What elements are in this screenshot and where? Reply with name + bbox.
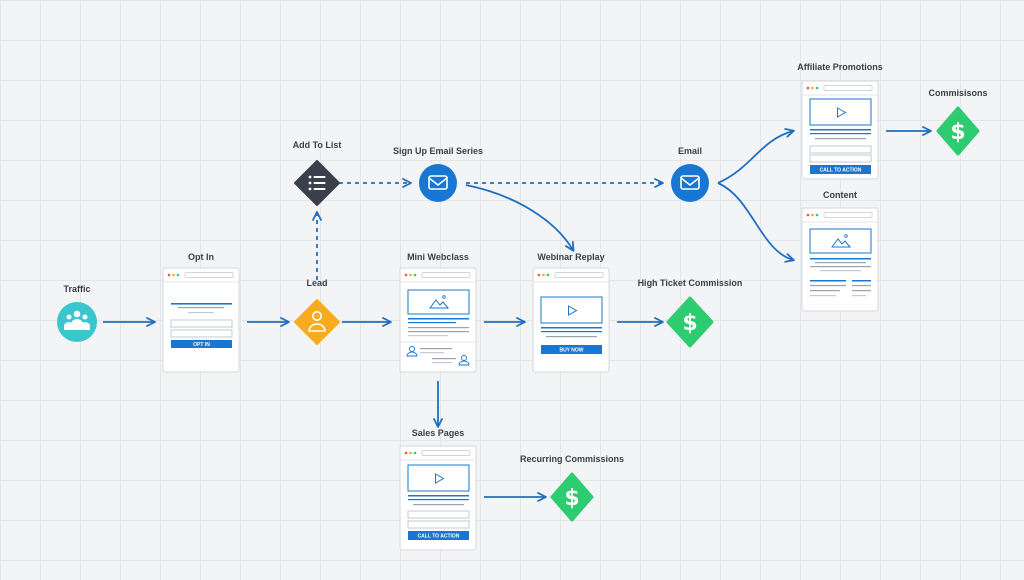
image-icon [429, 295, 450, 309]
play-icon [837, 107, 847, 118]
label-email: Email [678, 146, 702, 156]
optin-page: OPT IN [162, 267, 240, 373]
dollar-sign-icon: $ [564, 486, 579, 511]
webinar-replay-page: BUY NOW [532, 267, 610, 373]
label-traffic: Traffic [63, 284, 90, 294]
label-sign-up-email-series: Sign Up Email Series [393, 146, 483, 156]
call-to-action-button: CALL TO ACTION [820, 168, 862, 174]
label-sales-pages: Sales Pages [412, 428, 465, 438]
signup-email-node [419, 164, 457, 202]
connectors [103, 126, 932, 502]
optin-button: OPT IN [193, 342, 210, 348]
node-labels: Traffic Opt In Lead Add To List Mini Web… [63, 62, 987, 464]
label-affiliate-promotions: Affiliate Promotions [797, 62, 883, 72]
add-to-list-node [294, 160, 340, 206]
label-opt-in: Opt In [188, 252, 214, 262]
envelope-icon [428, 175, 448, 190]
traffic-node [57, 302, 97, 342]
arrow-email-to-content [717, 182, 795, 263]
buy-now-button: BUY NOW [559, 348, 583, 354]
play-icon [435, 473, 445, 484]
label-content: Content [823, 190, 857, 200]
play-icon [568, 305, 578, 316]
dollar-sign-icon: $ [682, 311, 697, 336]
label-recurring-commissions: Recurring Commissions [520, 454, 624, 464]
lead-node [294, 299, 340, 345]
email-node [671, 164, 709, 202]
sales-pages-page: CALL TO ACTION [399, 445, 477, 551]
label-webinar-replay: Webinar Replay [537, 252, 604, 262]
mini-webclass-page [399, 267, 477, 373]
user-icon [406, 346, 418, 357]
arrow-signup-to-replay [465, 184, 575, 252]
user-icon [458, 355, 470, 366]
commissions-node: $ [936, 106, 980, 156]
image-icon [831, 234, 852, 248]
high-ticket-commission-node: $ [666, 296, 714, 348]
person-icon [308, 310, 326, 332]
dollar-sign-icon: $ [950, 120, 965, 145]
label-mini-webclass: Mini Webclass [407, 252, 469, 262]
envelope-icon [680, 175, 700, 190]
affiliate-promotions-page: CALL TO ACTION [801, 80, 879, 180]
people-group-icon [64, 310, 90, 330]
label-lead: Lead [306, 278, 327, 288]
content-page [801, 207, 879, 312]
label-high-ticket-commission: High Ticket Commission [638, 278, 743, 288]
list-icon [308, 175, 326, 191]
arrow-email-to-affiliate [717, 128, 795, 184]
label-add-to-list: Add To List [293, 140, 342, 150]
call-to-action-button: CALL TO ACTION [418, 534, 460, 540]
label-commissions: Commisisons [928, 88, 987, 98]
recurring-commissions-node: $ [550, 472, 594, 522]
